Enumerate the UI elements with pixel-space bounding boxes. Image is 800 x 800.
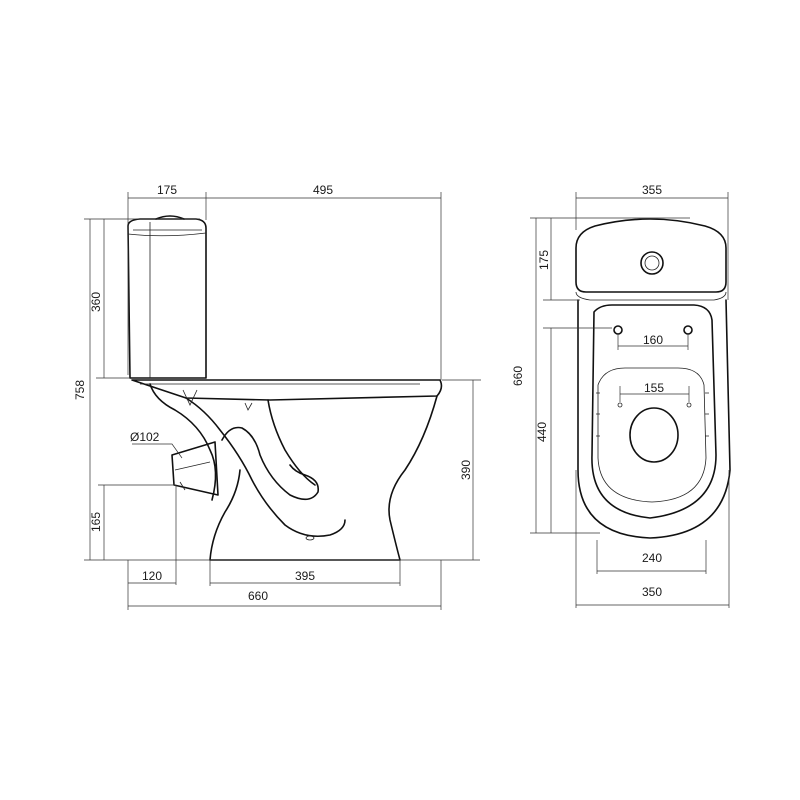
cistern-tank [127,215,207,379]
tank-top [575,218,727,301]
dim-base-length: 395 [295,569,315,583]
dim-tank-height: 360 [89,292,103,312]
side-dimensions [84,192,481,610]
dim-outlet-offset: 120 [142,569,162,583]
dim-top-length: 660 [511,366,525,386]
dim-outlet-height: 165 [89,512,103,532]
top-view: 355 660 175 440 160 155 240 350 [511,183,731,608]
dim-seat-length: 440 [535,422,549,442]
dim-seat-holes: 155 [644,381,664,395]
dim-tank-depth: 175 [157,183,177,197]
dim-base-width: 240 [642,551,662,565]
top-dimensions [530,192,730,608]
bowl-top [577,299,731,539]
dim-overall-height: 758 [73,380,87,400]
bowl-body [131,379,443,561]
dim-bowl-width: 350 [642,585,662,599]
dim-top-tank-depth: 175 [537,250,551,270]
dim-top-width: 355 [642,183,662,197]
outlet-pipe [171,441,219,496]
dim-outlet-diameter: Ø102 [130,430,160,444]
dim-bowl-length: 495 [313,183,333,197]
dim-rear-holes: 160 [643,333,663,347]
dim-bowl-height: 390 [459,460,473,480]
side-view: 175 495 758 360 Ø102 165 390 120 395 660 [73,183,481,610]
dim-overall-length: 660 [248,589,268,603]
